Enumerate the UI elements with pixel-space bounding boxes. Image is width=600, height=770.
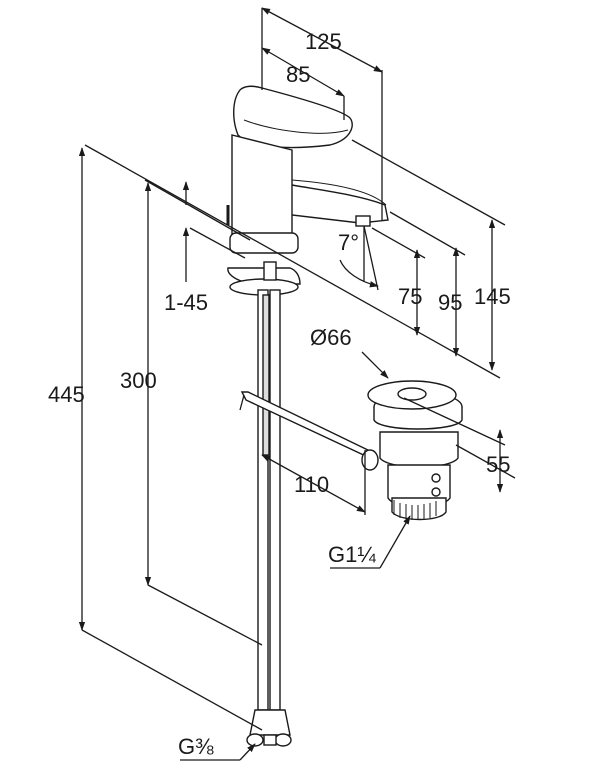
dimension-lines (78, 7, 516, 761)
pop-up-waste (367, 380, 463, 521)
dim-55: 55 (486, 452, 510, 477)
dim-445: 445 (48, 382, 85, 407)
base-ring (229, 232, 299, 254)
dim-85: 85 (286, 62, 310, 87)
aerator (355, 215, 371, 227)
thread-g3-8: G⅜ (178, 734, 214, 759)
supply-hoses (246, 289, 292, 747)
dim-75: 75 (398, 284, 422, 309)
dim-1-45: 1-45 (164, 290, 208, 315)
dim-110: 110 (294, 472, 329, 497)
dim-diameter-66: Ø66 (310, 325, 352, 350)
thread-g1-1-4: G1¼ (328, 542, 376, 567)
dim-7-degree: 7° (338, 230, 359, 255)
tap-body (226, 85, 389, 254)
pop-up-rod (239, 391, 379, 471)
dim-125: 125 (305, 29, 342, 54)
dim-95: 95 (438, 290, 462, 315)
dim-300: 300 (120, 368, 157, 393)
dim-145: 145 (474, 284, 511, 309)
lever-handle (233, 85, 353, 149)
